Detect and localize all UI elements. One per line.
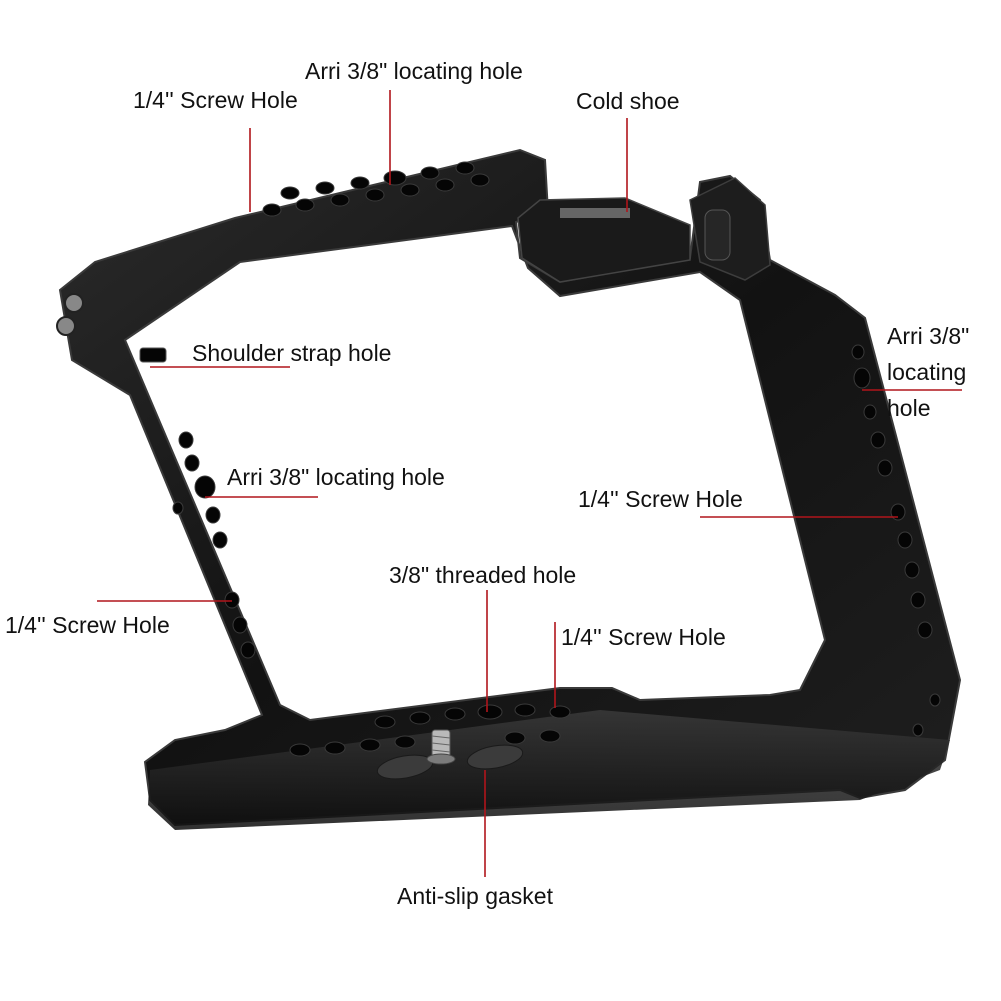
callout-screw-right: 1/4'' Screw Hole: [578, 486, 743, 512]
callout-threaded-hole: 3/8" threaded hole: [389, 562, 577, 588]
cold-shoe-block: [517, 197, 691, 283]
callout-screw-bottom: 1/4'' Screw Hole: [561, 624, 726, 650]
right-side-holes: [851, 344, 941, 737]
cold-shoe-plate: [560, 208, 630, 218]
top-holes: [262, 161, 490, 217]
callout-cold-shoe: Cold shoe: [576, 88, 680, 114]
left-side-holes: [172, 431, 256, 659]
callout-anti-slip: Anti-slip gasket: [397, 883, 553, 909]
shoulder-strap-slot: [139, 347, 167, 363]
callout-shoulder-strap: Shoulder strap hole: [192, 340, 392, 366]
mounting-screw: [426, 729, 456, 765]
base-plate: [148, 710, 950, 830]
corner-screws: [56, 293, 84, 336]
callout-screw-top: 1/4'' Screw Hole: [133, 87, 298, 113]
leader-lines: [97, 90, 962, 877]
callout-arri-right: Arri 3/8" locating hole: [887, 323, 970, 421]
callout-arri-left: Arri 3/8" locating hole: [227, 464, 445, 490]
bottom-holes: [289, 703, 571, 757]
anti-slip-gasket: [376, 744, 524, 780]
callout-arri-top: Arri 3/8" locating hole: [305, 58, 523, 84]
callout-screw-left: 1/4'' Screw Hole: [5, 612, 170, 638]
